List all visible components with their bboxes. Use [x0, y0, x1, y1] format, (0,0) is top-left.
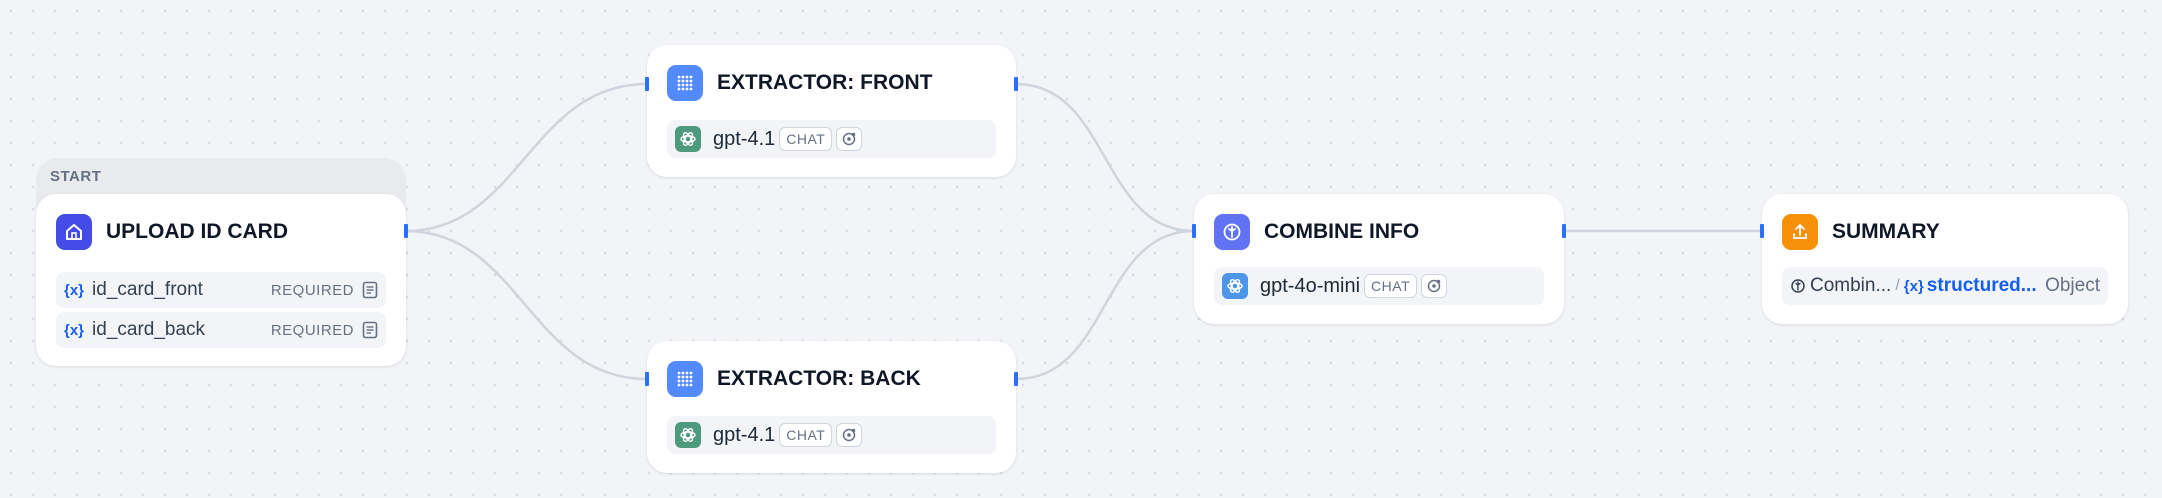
var-row-id-card-back[interactable]: {x} id_card_back REQUIRED — [56, 312, 386, 348]
model-selector[interactable]: gpt-4o-mini CHAT — [1214, 267, 1544, 305]
mode-badge: CHAT — [1364, 274, 1418, 298]
variable-icon: {x} — [64, 281, 85, 299]
summary-node[interactable]: SUMMARY Combin... / {x} structured... Ob… — [1762, 194, 2128, 324]
openai-icon — [1222, 273, 1248, 299]
model-name: gpt-4.1 — [713, 423, 776, 446]
model-settings-icon[interactable] — [1421, 274, 1448, 298]
file-doc-icon — [362, 321, 378, 339]
file-doc-icon — [362, 281, 378, 299]
model-name: gpt-4o-mini — [1260, 274, 1361, 297]
input-handle[interactable] — [645, 372, 649, 386]
input-handle[interactable] — [1192, 224, 1196, 238]
variable-type: Object — [2045, 275, 2100, 296]
home-icon — [56, 214, 92, 250]
edge-back-combine — [1015, 229, 1195, 381]
var-row-id-card-front[interactable]: {x} id_card_front REQUIRED — [56, 272, 386, 308]
var-name: id_card_front — [92, 279, 203, 300]
variable-name: structured... — [1926, 275, 2037, 296]
upload-id-card-node[interactable]: UPLOAD ID CARD {x} id_card_front REQUIRE… — [36, 194, 406, 366]
output-handle[interactable] — [1014, 77, 1018, 91]
edge-upload-back — [405, 229, 648, 381]
combine-icon — [1214, 214, 1250, 250]
node-title: SUMMARY — [1832, 220, 1940, 243]
model-selector[interactable]: gpt-4.1 CHAT — [667, 120, 996, 158]
mode-badge: CHAT — [779, 423, 833, 447]
output-handle[interactable] — [1562, 224, 1566, 238]
openai-icon — [675, 126, 701, 152]
node-header: UPLOAD ID CARD — [56, 214, 288, 250]
source-node-name: Combin... — [1810, 275, 1892, 296]
node-header: EXTRACTOR: FRONT — [667, 65, 932, 101]
model-settings-icon[interactable] — [836, 423, 863, 447]
output-handle[interactable] — [1014, 372, 1018, 386]
node-header: SUMMARY — [1782, 214, 1940, 250]
combine-info-node[interactable]: COMBINE INFO gpt-4o-mini CHAT — [1194, 194, 1564, 324]
node-header: EXTRACTOR: BACK — [667, 361, 921, 397]
model-selector[interactable]: gpt-4.1 CHAT — [667, 416, 996, 454]
output-handle[interactable] — [404, 224, 408, 238]
llm-grid-icon — [667, 361, 703, 397]
node-header: COMBINE INFO — [1214, 214, 1419, 250]
output-variable-row[interactable]: Combin... / {x} structured... Object — [1782, 267, 2108, 305]
edge-front-combine — [1015, 82, 1195, 233]
start-tag: START — [50, 168, 102, 185]
openai-icon — [675, 422, 701, 448]
node-title: UPLOAD ID CARD — [106, 220, 288, 243]
node-title: COMBINE INFO — [1264, 220, 1420, 243]
node-title: EXTRACTOR: BACK — [717, 367, 921, 390]
variable-icon: {x} — [1903, 277, 1924, 295]
mode-badge: CHAT — [779, 127, 833, 151]
required-badge: REQUIRED — [270, 321, 354, 339]
var-name: id_card_back — [92, 319, 206, 340]
extractor-front-node[interactable]: EXTRACTOR: FRONT gpt-4.1 CHAT — [647, 45, 1016, 177]
model-name: gpt-4.1 — [713, 127, 776, 150]
path-separator: / — [1895, 277, 1900, 294]
required-badge: REQUIRED — [270, 281, 354, 299]
end-flag-icon — [1782, 214, 1818, 250]
input-handle[interactable] — [1760, 224, 1764, 238]
input-handle[interactable] — [645, 77, 649, 91]
variable-icon: {x} — [64, 321, 85, 339]
extractor-back-node[interactable]: EXTRACTOR: BACK gpt-4.1 CHAT — [647, 341, 1016, 473]
edge-upload-front — [405, 82, 648, 233]
node-title: EXTRACTOR: FRONT — [717, 71, 933, 94]
combine-icon — [1791, 279, 1805, 293]
model-settings-icon[interactable] — [836, 127, 863, 151]
llm-grid-icon — [667, 65, 703, 101]
